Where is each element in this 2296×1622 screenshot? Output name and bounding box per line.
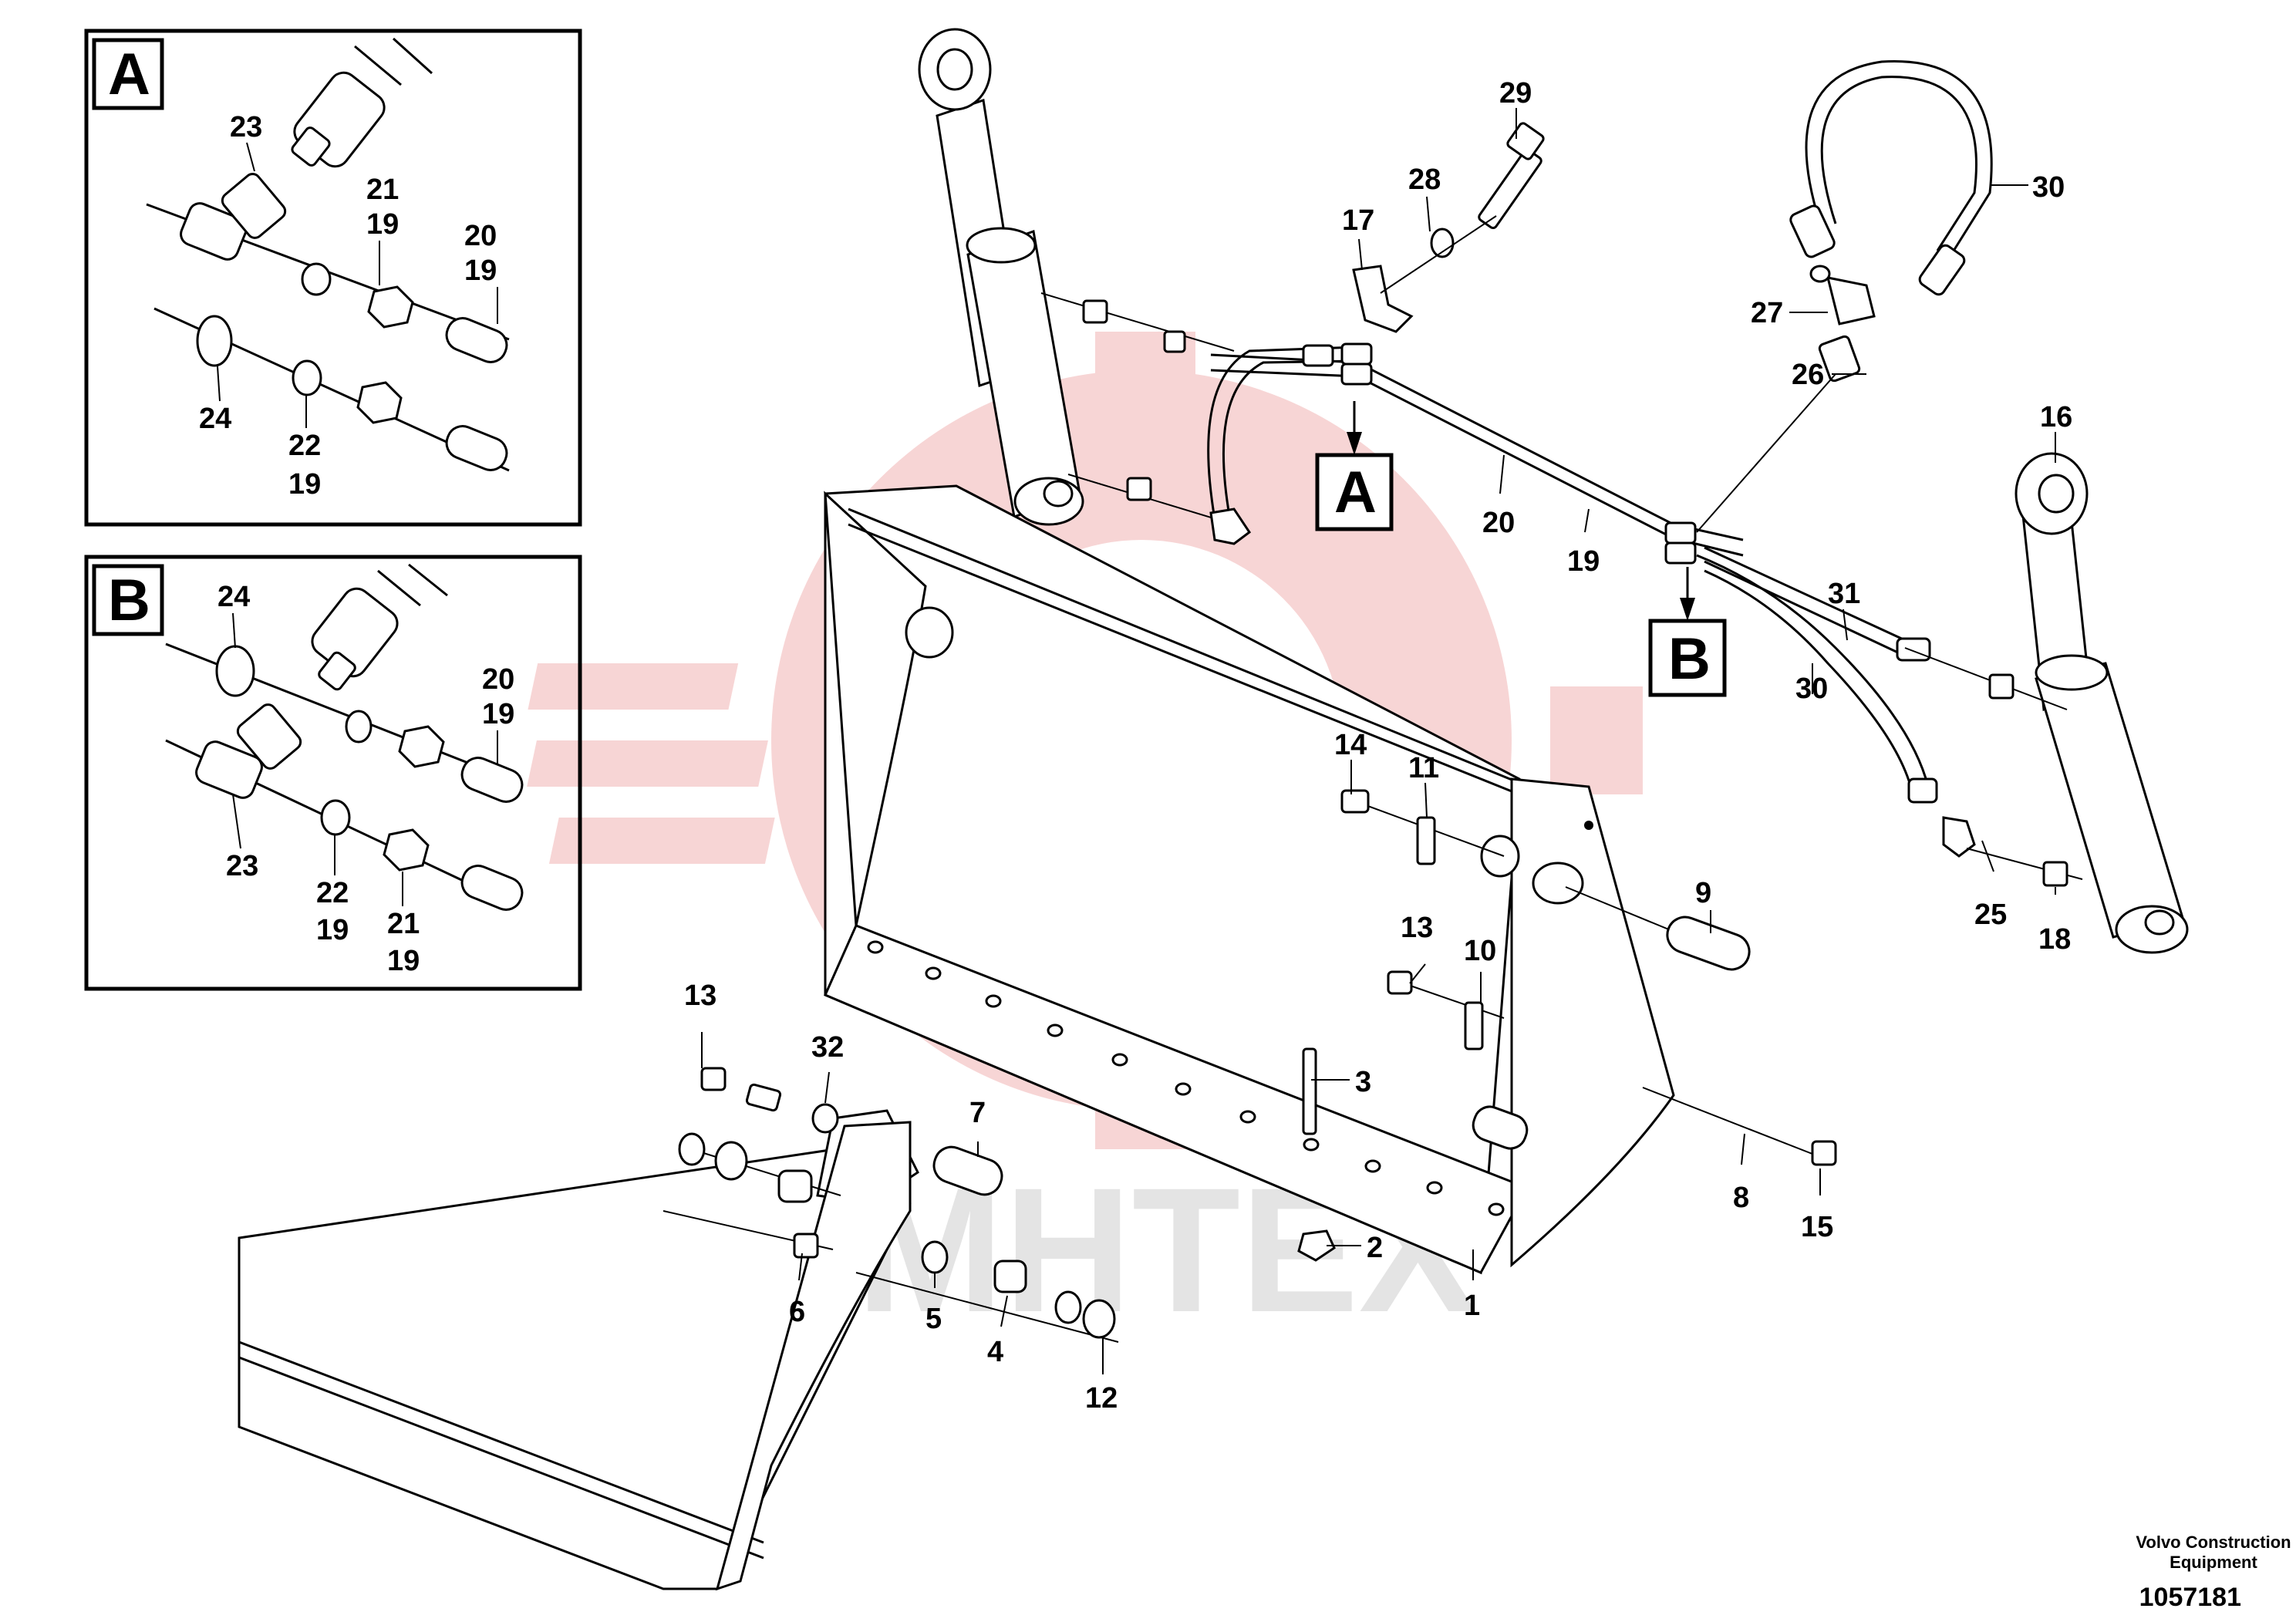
callout-label: 11 [1408,752,1439,784]
clamp-and-bolts [1352,122,1545,333]
callout-label: 13 [1401,912,1433,944]
left-cylinder [918,28,1084,526]
callout-label: 20 [464,220,497,252]
callout-label: 12 [1085,1382,1118,1415]
callout-label: 20 [482,663,514,696]
callout-label: 2 [1367,1232,1383,1264]
callout-label: 24 [217,581,250,613]
callout-label: 19 [464,255,497,287]
callout-label: 19 [387,945,420,977]
callout-label: 30 [2032,171,2065,204]
inset-a-labels: 23 21 19 20 19 24 22 19 [199,111,498,501]
inset-b-drawing [165,563,524,911]
callout-label: 27 [1751,297,1783,329]
callout-label: 19 [1567,545,1600,578]
callout-label: 19 [482,698,514,730]
callout-label: 6 [789,1296,805,1328]
lower-bucket [238,1109,919,1591]
callout-label: 22 [316,877,349,909]
leader-lines [701,108,2056,1374]
company-name-line2: Equipment [2170,1553,2257,1572]
left-cylinder-fittings [1040,292,1235,525]
callout-label: 10 [1464,935,1496,967]
view-marker-b: B [1648,567,1727,697]
callout-label: 8 [1733,1182,1749,1214]
callout-label: 30 [1795,673,1828,705]
view-marker-a-letter: A [1334,460,1377,525]
callout-label: 21 [387,908,420,940]
inset-b-labels: 24 20 19 23 22 19 21 19 [217,581,514,977]
hose-30 [1789,59,1993,383]
callout-label: 15 [1801,1211,1833,1243]
callout-label: 25 [1974,899,2007,931]
callout-label: 20 [1482,507,1515,539]
drawing-number: 1057181 [2139,1583,2241,1612]
callout-label: 28 [1408,164,1441,196]
callout-label: 7 [969,1097,986,1129]
callout-label: 22 [288,430,321,462]
inset-b: B 24 20 19 23 22 19 21 19 [84,555,582,991]
callout-label: 4 [987,1336,1003,1368]
right-pins [1297,789,1837,1262]
callout-label: 3 [1355,1066,1371,1098]
callout-label: 18 [2038,923,2071,956]
callout-label: 23 [230,111,262,143]
callout-label: 5 [925,1303,942,1335]
bucket [824,484,1675,1275]
callout-label: 31 [1828,578,1860,610]
inset-b-letter: B [108,568,150,633]
view-marker-b-letter: B [1668,626,1711,692]
right-cylinder [2014,452,2189,954]
callout-label: 24 [199,403,231,435]
callouts: 29 28 17 30 27 26 16 20 19 31 30 14 11 9… [684,77,2072,1415]
inset-a-drawing [146,37,510,472]
callout-label: 14 [1334,729,1367,761]
callout-label: 19 [366,208,399,241]
callout-label: 26 [1792,359,1824,391]
callout-label: 1 [1464,1290,1480,1322]
callout-label: 9 [1695,877,1711,909]
inset-a-letter: A [108,42,150,107]
callout-label: 19 [288,468,321,501]
callout-label: 23 [226,850,258,882]
callout-label: 32 [811,1031,844,1064]
inset-a: A 23 21 19 20 19 24 22 19 [84,29,582,527]
hydraulic-pipes [1207,342,1976,858]
company-name-line1: Volvo Construction [2136,1533,2291,1552]
callout-label: 16 [2040,401,2072,433]
callout-label: 13 [684,980,716,1012]
footer: Volvo Construction Equipment 1057181 [2136,1533,2291,1612]
callout-label: 19 [316,914,349,946]
callout-label: 29 [1499,77,1532,110]
callout-label: 17 [1342,204,1374,237]
view-marker-a: A [1315,401,1394,531]
callout-label: 21 [366,174,399,206]
lower-linkage-parts [663,1067,1119,1343]
right-cylinder-fittings [1904,647,2083,887]
bucket-edge-holes [867,940,1505,1216]
